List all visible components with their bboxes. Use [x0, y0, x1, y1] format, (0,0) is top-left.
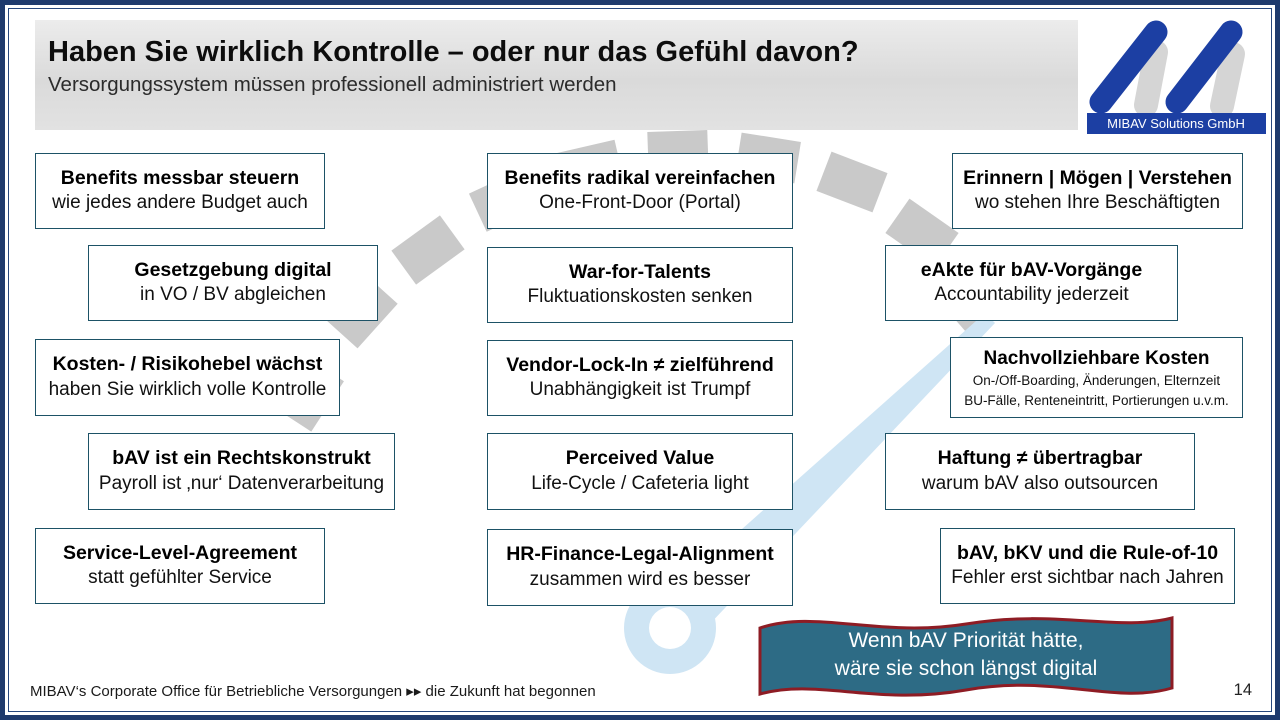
page-subtitle: Versorgungssystem müssen professionell a…	[48, 73, 617, 97]
box-subtitle: warum bAV also outsourcen	[921, 472, 1159, 494]
priority-callout: Wenn bAV Priorität hätte, wäre sie schon…	[750, 604, 1182, 710]
page-title: Haben Sie wirklich Kontrolle – oder nur …	[48, 36, 859, 68]
box-title: Gesetzgebung digital	[134, 258, 332, 281]
company-logo: MIBAV Solutions GmbH	[1086, 12, 1267, 136]
box-title: Erinnern | Mögen | Verstehen	[963, 166, 1232, 189]
callout-line-2: wäre sie schon längst digital	[834, 657, 1098, 680]
box-subtitle: Life-Cycle / Cafeteria light	[531, 472, 749, 494]
box-subtitle: Unabhängigkeit ist Trumpf	[529, 379, 751, 401]
box-subtitle: Payroll ist ‚nur‘ Datenverarbeitung	[98, 472, 385, 494]
topic-box-rechtskonstrukt: bAV ist ein Rechtskonstrukt Payroll ist …	[88, 433, 395, 510]
box-title: bAV, bKV und die Rule-of-10	[956, 541, 1219, 564]
box-title: HR-Finance-Legal-Alignment	[506, 543, 774, 566]
callout-line-1: Wenn bAV Priorität hätte,	[848, 628, 1084, 652]
topic-box-rule-of-10: bAV, bKV und die Rule-of-10 Fehler erst …	[940, 528, 1235, 604]
topic-box-perceived-value: Perceived Value Life-Cycle / Cafeteria l…	[487, 433, 793, 510]
box-subtitle: statt gefühlter Service	[88, 567, 272, 589]
topic-box-haftung: Haftung ≠ übertragbar warum bAV also out…	[885, 433, 1195, 510]
box-title: Service-Level-Agreement	[62, 541, 298, 564]
page-number: 14	[1233, 681, 1252, 699]
box-title: bAV ist ein Rechtskonstrukt	[112, 447, 371, 470]
topic-box-gesetzgebung: Gesetzgebung digital in VO / BV abgleich…	[88, 245, 378, 321]
box-title: Vendor-Lock-In ≠ zielführend	[506, 353, 774, 376]
topic-box-kosten-risikohebel: Kosten- / Risikohebel wächst haben Sie w…	[35, 339, 340, 416]
box-subtitle: One-Front-Door (Portal)	[539, 192, 741, 214]
box-title: Perceived Value	[565, 447, 715, 470]
topic-box-benefits-messbar: Benefits messbar steuern wie jedes ander…	[35, 153, 325, 229]
box-subtitle: wie jedes andere Budget auch	[52, 192, 308, 214]
box-subtitle: haben Sie wirklich volle Kontrolle	[48, 378, 327, 400]
mibav-logo-icon: MIBAV Solutions GmbH	[1087, 20, 1266, 134]
box-subtitle: in VO / BV abgleichen	[140, 284, 326, 306]
logo-company-name: MIBAV Solutions GmbH	[1107, 116, 1245, 131]
box-title: Benefits messbar steuern	[60, 166, 300, 189]
topic-box-radikal-vereinfachen: Benefits radikal vereinfachen One-Front-…	[487, 153, 793, 229]
box-title: War-for-Talents	[569, 260, 711, 283]
box-title: eAkte für bAV-Vorgänge	[920, 258, 1143, 281]
topic-box-nachvollziehbare-kosten: Nachvollziehbare Kosten On-/Off-Boarding…	[950, 337, 1243, 418]
topic-box-hr-finance-legal: HR-Finance-Legal-Alignment zusammen wird…	[487, 529, 793, 606]
footer-tagline: MIBAV‘s Corporate Office für Betrieblich…	[30, 683, 596, 700]
topic-box-eakte: eAkte für bAV-Vorgänge Accountability je…	[885, 245, 1178, 321]
callout-text: Wenn bAV Priorität hätte, wäre sie schon…	[760, 614, 1172, 696]
box-subtitle: wo stehen Ihre Beschäftigten	[974, 192, 1221, 214]
topic-box-war-for-talents: War-for-Talents Fluktuationskosten senke…	[487, 247, 793, 323]
box-title: Kosten- / Risikohebel wächst	[52, 353, 323, 376]
box-subtitle: zusammen wird es besser	[529, 568, 751, 590]
topic-box-vendor-lock-in: Vendor-Lock-In ≠ zielführend Unabhängigk…	[487, 340, 793, 416]
box-title: Benefits radikal vereinfachen	[504, 166, 776, 189]
box-subtitle: On-/Off-Boarding, Änderungen, Elternzeit	[972, 373, 1221, 389]
topic-box-service-level: Service-Level-Agreement statt gefühlter …	[35, 528, 325, 604]
topic-box-erinnern-moegen: Erinnern | Mögen | Verstehen wo stehen I…	[952, 153, 1243, 229]
box-subtitle: BU-Fälle, Renteneintritt, Portierungen u…	[964, 392, 1229, 408]
box-subtitle: Fehler erst sichtbar nach Jahren	[951, 567, 1224, 589]
box-subtitle: Fluktuationskosten senken	[527, 286, 753, 308]
box-title: Nachvollziehbare Kosten	[983, 347, 1210, 369]
wave-banner-shape	[758, 616, 1174, 697]
box-title: Haftung ≠ übertragbar	[937, 447, 1143, 470]
box-subtitle: Accountability jederzeit	[934, 284, 1129, 306]
header-band: Haben Sie wirklich Kontrolle – oder nur …	[35, 20, 1078, 130]
